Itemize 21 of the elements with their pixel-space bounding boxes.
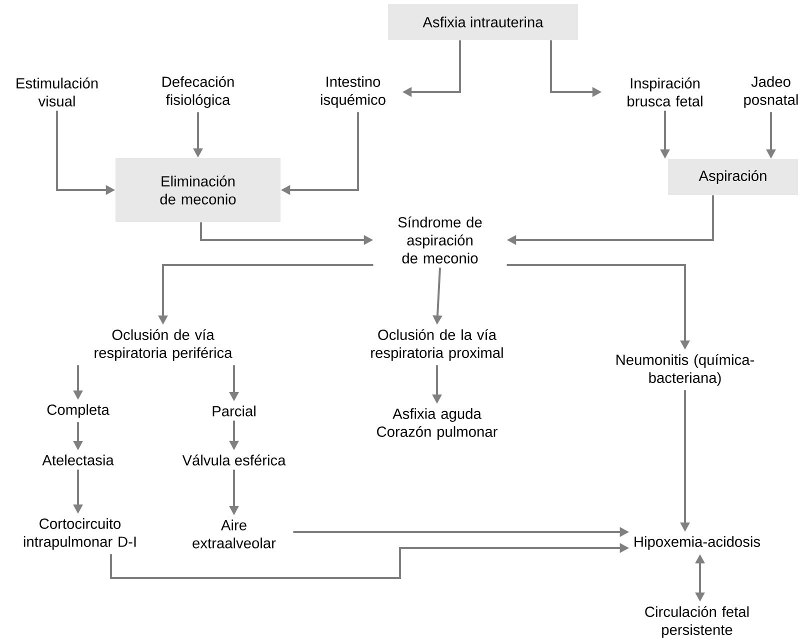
term-label: Asfixia aguda Corazón pulmonar [377,408,498,440]
term-label: Válvula esférica [182,454,286,466]
term-label: Neumonitis (química-bacteriana) [616,354,754,386]
term-label: Inspiración brusca fetal [628,78,702,106]
term-box: Asfixia intrauterina [388,4,578,40]
term-label: Completa [47,404,110,418]
term-label: Síndrome de aspiración de meconio [398,216,482,264]
term-box: Aspiración [668,159,798,195]
term-label: Aire extraalveolar [192,520,276,548]
term-label: Atelectasia [42,454,114,466]
term-label: Hipoxemia-acidosis [634,536,760,550]
term-box: Eliminación de meconio [115,158,281,222]
term-label: Jadeo posnatal [744,76,798,108]
term-label: Intestino isquémico [320,76,386,108]
term-label: Parcial [212,406,256,416]
term-label: Cortocircuito intrapulmonar D-I [24,518,136,550]
term-label: Defecación fisiológica [162,76,234,108]
term-label: Oclusión de la vía respiratoria proximal [371,329,503,361]
term-label: Circulación fetal persistente [645,606,749,638]
term-label: Estimulación visual [16,78,98,106]
term-label: Oclusión de vía respiratoria periférica [94,329,232,361]
